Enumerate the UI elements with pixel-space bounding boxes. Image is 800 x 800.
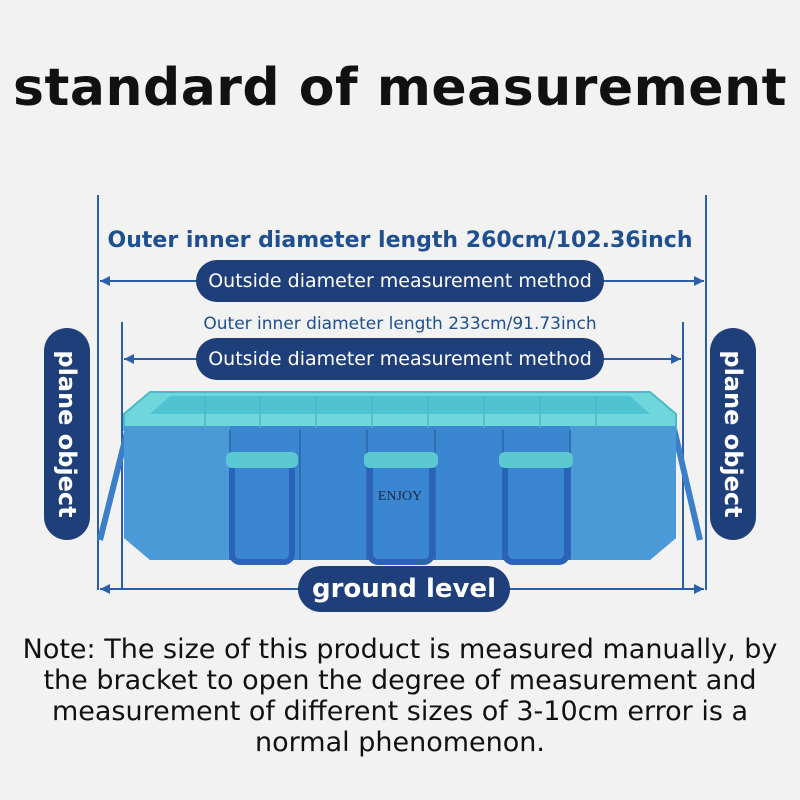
outer-method-label: Outside diameter measurement method (196, 260, 604, 302)
right-plane-object-label: plane object (719, 350, 747, 518)
pool-brand-label: ENJOY (378, 489, 422, 504)
pool-image (123, 391, 677, 565)
ground-level-label: ground level (298, 566, 510, 612)
measurement-note: Note: The size of this product is measur… (22, 634, 778, 758)
left-plane-object-label: plane object (53, 350, 81, 518)
right-support-leg (669, 419, 703, 541)
inner-method-label: Outside diameter measurement method (196, 338, 604, 380)
page-title: standard of measurement (13, 58, 787, 118)
inner-dimension-text: Outer inner diameter length 233cm/91.73i… (203, 314, 597, 334)
left-plane-object-badge: plane object (44, 328, 90, 540)
outer-dimension-text: Outer inner diameter length 260cm/102.36… (107, 228, 693, 253)
right-plane-object-badge: plane object (710, 328, 756, 540)
